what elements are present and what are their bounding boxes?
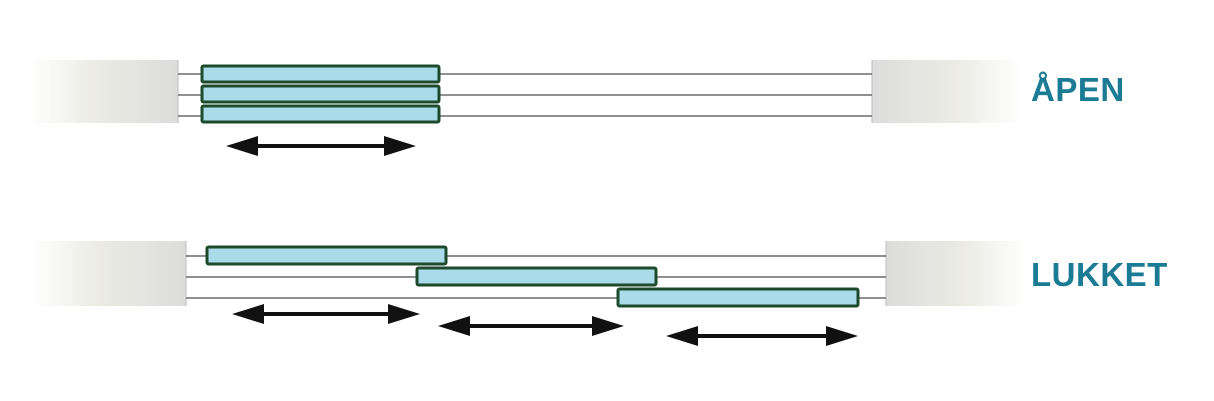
closed-state-group bbox=[30, 241, 1026, 346]
right-wall bbox=[886, 241, 1026, 306]
open-state-group bbox=[8, 60, 1022, 156]
door-panel bbox=[205, 245, 448, 266]
slide-arrow bbox=[438, 316, 624, 336]
slide-arrow bbox=[666, 326, 858, 346]
state-label-open: ÅPEN bbox=[1031, 71, 1125, 108]
left-wall bbox=[30, 60, 178, 123]
left-wall bbox=[30, 241, 186, 306]
state-label-closed: LUKKET bbox=[1031, 256, 1168, 293]
door-panel bbox=[200, 84, 441, 104]
slide-arrow bbox=[226, 136, 416, 156]
door-panel bbox=[415, 266, 658, 287]
door-panel bbox=[200, 64, 441, 84]
door-panel bbox=[616, 287, 860, 308]
right-wall bbox=[872, 60, 1022, 123]
slide-arrow bbox=[232, 304, 420, 324]
door-panel bbox=[200, 104, 441, 124]
